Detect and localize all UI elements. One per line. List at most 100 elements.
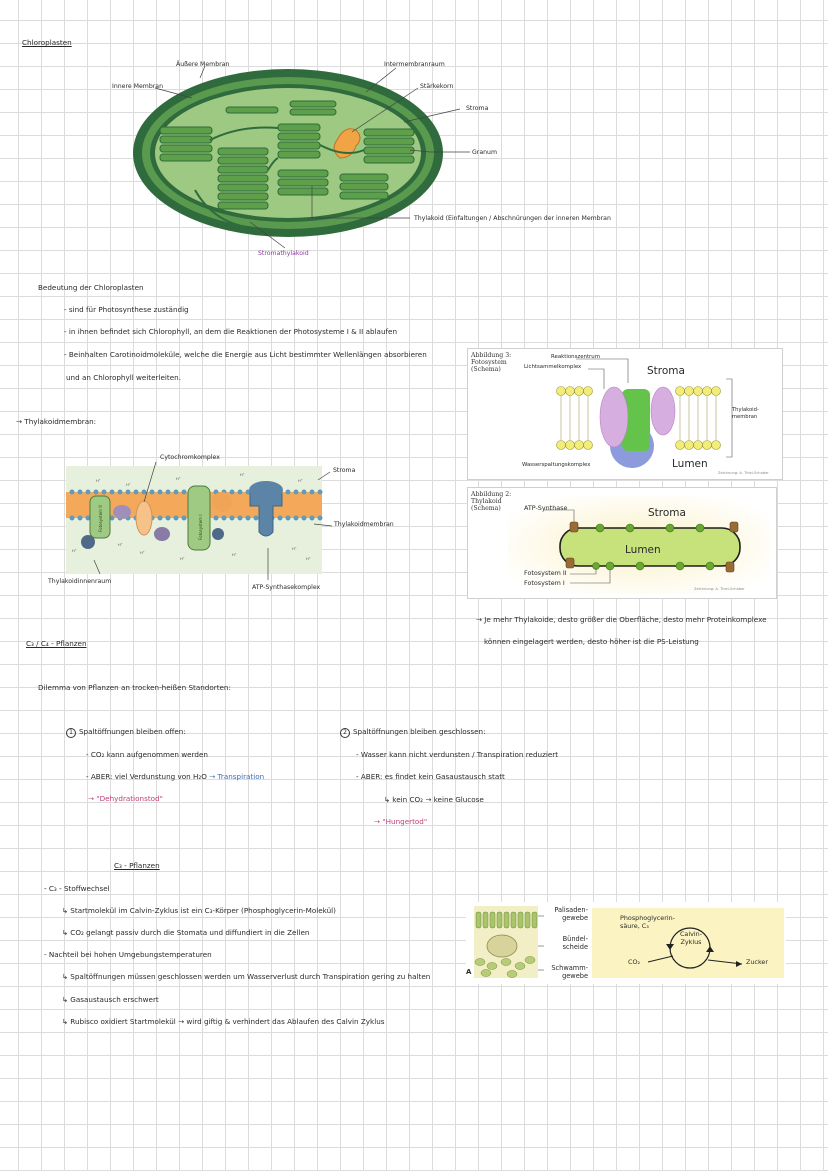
- option-1-line-2-text: - ABER: viel Verdunstung von H₂O: [86, 772, 207, 781]
- abbildung-3-panel: Abbildung 3: Fotosystem (Schema) Reaktio…: [467, 348, 783, 480]
- label-atp-synthasekomplex: ATP-Synthasekomplex: [252, 584, 321, 591]
- option-2-number: 2: [340, 728, 350, 738]
- svg-text:H⁺: H⁺: [72, 549, 77, 553]
- bedeutung-line-2: - in ihnen befindet sich Chlorophyll, an…: [64, 327, 398, 336]
- abb3-lichtsammelkomplex: Lichtsammelkomplex: [524, 364, 582, 370]
- abb2-caption-1: Abbildung 2:: [471, 491, 512, 498]
- label-stromathylakoid: Stromathylakoid: [258, 250, 309, 257]
- abb3-membran-1: Thylakoid-: [732, 407, 759, 413]
- abb2-caption-2: Thylakoid: [471, 498, 502, 505]
- abb3-caption-1: Abbildung 3:: [471, 352, 512, 359]
- option-1-title-text: Spaltöffnungen bleiben offen:: [79, 727, 186, 736]
- leaf-cross-section: [474, 906, 784, 978]
- leaf-schwamm-2: gewebe: [562, 972, 588, 980]
- c3-line-4: - Nachteil bei hohen Umgebungstemperatur…: [44, 950, 212, 959]
- c3c4-heading: C₃ / C₄ - Pflanzen: [26, 639, 87, 648]
- bedeutung-line-3: - Beinhalten Carotinoidmoleküle, welche …: [64, 350, 427, 359]
- leaf-buendel: Bündel- scheide: [544, 935, 588, 951]
- abb2-lumen: Lumen: [625, 544, 661, 556]
- c3-heading: C₃ - Pflanzen: [114, 861, 160, 870]
- thylakoidmembran-heading: → Thylakoidmembran:: [16, 417, 97, 426]
- option-2-title-text: Spaltöffnungen bleiben geschlossen:: [353, 727, 486, 736]
- c3-line-6: ↳ Gasaustausch erschwert: [62, 995, 159, 1004]
- dilemma-text: Dilemma von Pflanzen an trocken-heißen S…: [38, 683, 231, 692]
- chloroplast-heading: Chloroplasten: [22, 38, 72, 47]
- svg-text:H⁺: H⁺: [126, 483, 131, 487]
- svg-text:H⁺: H⁺: [140, 551, 145, 555]
- abbildung-2-panel: Abbildung 2: Thylakoid (Schema): [467, 487, 777, 599]
- svg-text:H⁺: H⁺: [306, 557, 311, 561]
- label-thylakoidmembran: Thylakoidmembran: [334, 521, 394, 528]
- abb2-stroma: Stroma: [648, 507, 686, 519]
- leaf-buendel-2: scheide: [562, 943, 588, 951]
- abb3-stroma: Stroma: [647, 365, 685, 377]
- label-cytochromkomplex: Cytochromkomplex: [160, 454, 220, 461]
- svg-text:H⁺: H⁺: [180, 557, 185, 561]
- c3-line-7: ↳ Rubisco oxidiert Startmolekül → wird g…: [62, 1017, 385, 1026]
- leaf-schwamm: Schwamm- gewebe: [544, 964, 588, 980]
- option-2-line-2: - ABER: es findet kein Gasaustausch stat…: [356, 772, 505, 781]
- svg-text:H⁺: H⁺: [240, 473, 245, 477]
- chloroplast-diagram: [133, 65, 470, 249]
- label-thylakoidinnenraum: Thylakoidinnenraum: [48, 578, 112, 585]
- label-granum: Granum: [472, 149, 498, 156]
- abb2-caption-3: (Schema): [471, 505, 501, 512]
- abb3-caption-3: (Schema): [471, 366, 501, 373]
- ps2-label: Fotosystem II: [98, 505, 103, 532]
- option-1-number: 1: [66, 728, 76, 738]
- leaf-palisaden: Palisaden- gewebe: [544, 906, 588, 922]
- leaf-phospho: Phosphoglycerin- säure, C₃: [620, 914, 675, 930]
- leaf-calvin-2: Zyklus: [680, 938, 702, 946]
- abb3-membran-2: membran: [732, 414, 758, 420]
- c3-line-3: ↳ CO₂ gelangt passiv durch die Stomata u…: [62, 928, 310, 937]
- option-2-result: → "Hungertod": [374, 817, 428, 826]
- label-aeussere-membran: Äußere Membran: [176, 61, 230, 68]
- label-intermembranraum: Intermembranraum: [384, 61, 445, 68]
- label-thylakoid-stroma: Stroma: [333, 467, 356, 474]
- leaf-label-a: A: [466, 968, 472, 976]
- leaf-calvin-figure: A Palisaden- gewebe Bündel- scheide Schw…: [466, 902, 786, 984]
- note-line-1: → Je mehr Thylakoide, desto größer die O…: [476, 615, 767, 624]
- svg-text:H⁺: H⁺: [176, 477, 181, 481]
- option-1-transpiration: → Transpiration: [209, 772, 265, 781]
- leaf-zucker: Zucker: [746, 958, 768, 966]
- abb3-wasserspaltungskomplex: Wasserspaltungskomplex: [522, 462, 591, 468]
- leaf-palisaden-2: gewebe: [562, 914, 588, 922]
- svg-text:H⁺: H⁺: [292, 547, 297, 551]
- bedeutung-title: Bedeutung der Chloroplasten: [38, 283, 144, 292]
- bedeutung-line-4: und an Chlorophyll weiterleiten.: [66, 373, 182, 382]
- thylakoid-membrane-diagram: H⁺H⁺H⁺ H⁺H⁺H⁺ H⁺H⁺H⁺ H⁺H⁺H⁺ Fotosystem I…: [66, 461, 333, 580]
- leaf-buendel-1: Bündel-: [562, 935, 588, 943]
- label-innere-membran: Innere Membran: [112, 83, 164, 90]
- leaf-calvin-1: Calvin-: [679, 930, 703, 938]
- abb3-credit: Zeichnung: A. Thiel-Schaber: [718, 471, 769, 475]
- note-line-2: können eingelagert werden, desto höher i…: [484, 637, 699, 646]
- option-1-line-1: - CO₂ kann aufgenommen werden: [86, 750, 208, 759]
- c3-line-2: ↳ Startmolekül im Calvin-Zyklus ist ein …: [62, 906, 336, 915]
- abb2-atp-synthase: ATP-Synthase: [524, 504, 568, 512]
- label-stroma: Stroma: [466, 105, 489, 112]
- ps1-label: Fotosystem I: [198, 514, 203, 540]
- abb2-fotosystem-1: Fotosystem I: [524, 579, 565, 587]
- label-staerkekorn: Stärkekorn: [420, 83, 454, 90]
- leaf-calvin: Calvin- Zyklus: [676, 930, 706, 946]
- leaf-schwamm-1: Schwamm-: [551, 964, 588, 972]
- option-1-result: → "Dehydrationstod": [88, 794, 163, 803]
- leaf-palisaden-1: Palisaden-: [554, 906, 588, 914]
- fotosystem-schema: [556, 358, 733, 468]
- abb3-lumen: Lumen: [672, 458, 708, 470]
- svg-text:H⁺: H⁺: [118, 543, 123, 547]
- leaf-co2: CO₂: [628, 958, 641, 966]
- abb2-fotosystem-2: Fotosystem II: [524, 569, 567, 577]
- option-1-line-2: - ABER: viel Verdunstung von H₂O → Trans…: [86, 772, 264, 781]
- thylakoid-schema: [508, 496, 770, 594]
- c3-line-5: ↳ Spaltöffnungen müssen geschlossen werd…: [62, 972, 431, 981]
- abb2-credit: Zeichnung: A. Thiel-Schaber: [694, 587, 745, 591]
- label-thylakoid: Thylakoid (Einfaltungen / Abschnürungen …: [414, 215, 611, 222]
- svg-text:H⁺: H⁺: [96, 479, 101, 483]
- abb3-reaktionszentrum: Reaktionszentrum: [551, 354, 600, 360]
- leaf-phospho-2: säure, C₃: [620, 922, 649, 930]
- option-2-line-3: ↳ kein CO₂ → keine Glucose: [384, 795, 484, 804]
- bedeutung-line-1: - sind für Photosynthese zuständig: [64, 305, 189, 314]
